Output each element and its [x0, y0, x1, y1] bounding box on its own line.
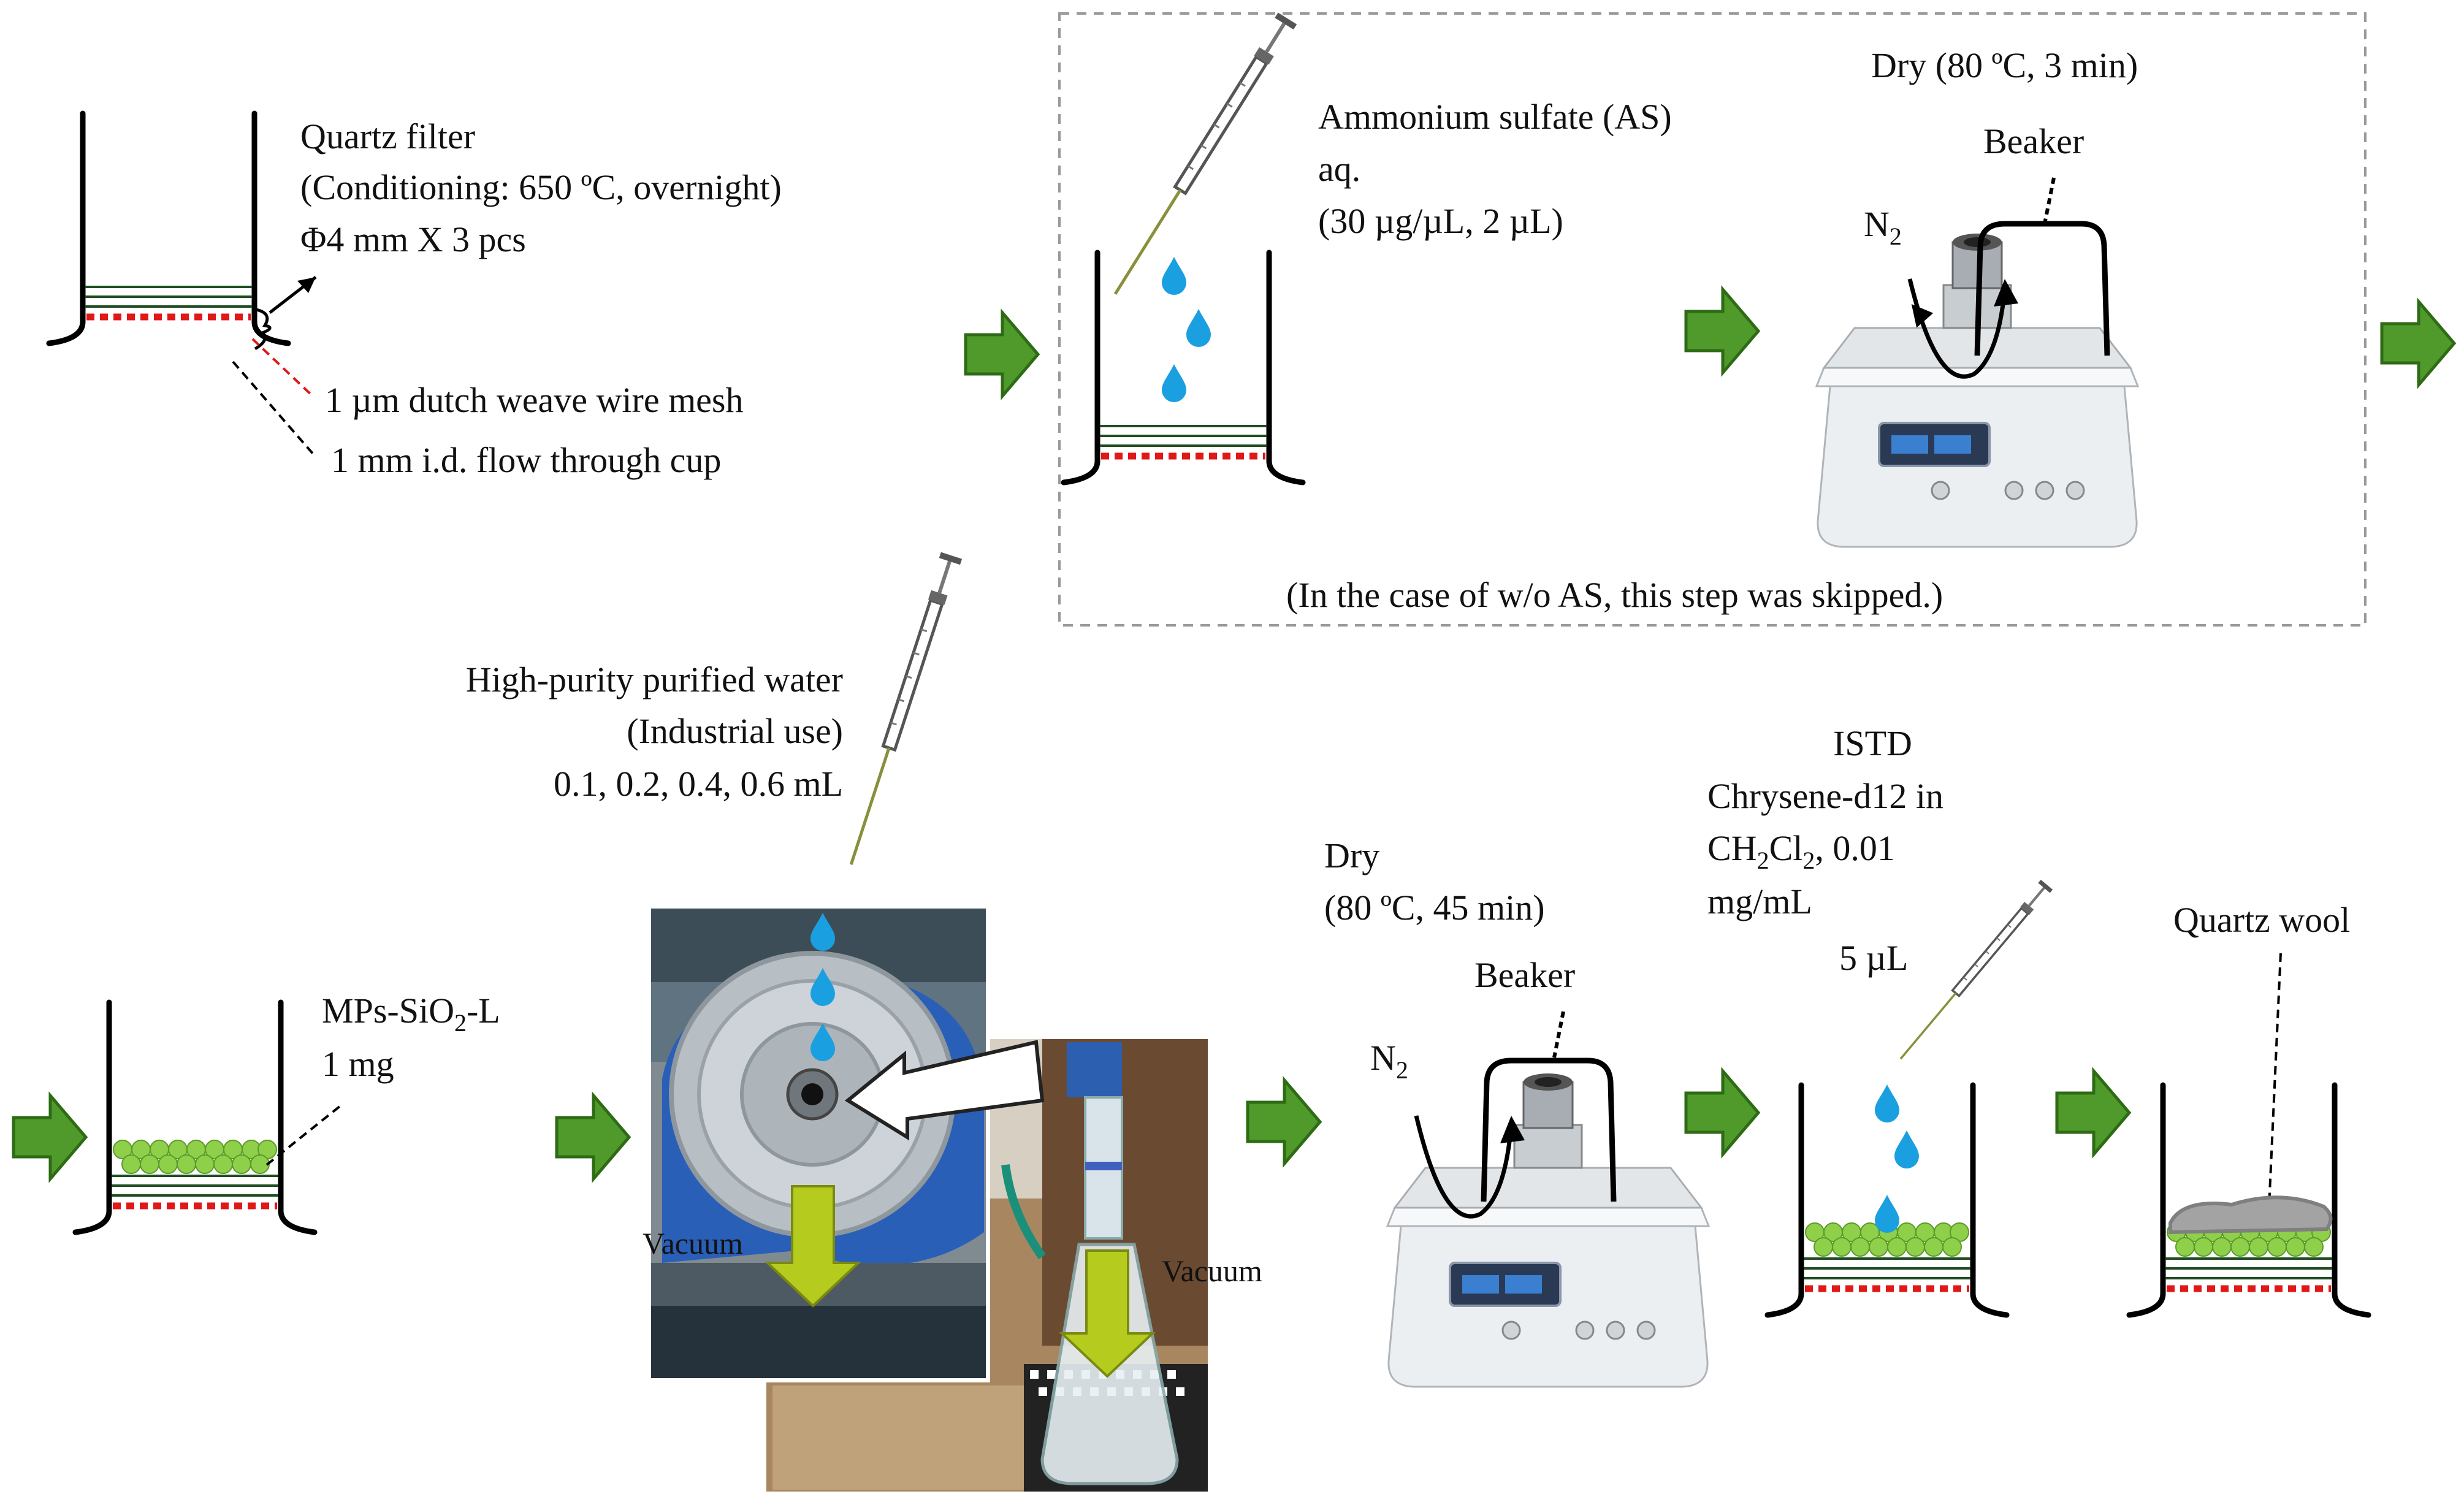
flow-arrow-5: [555, 1091, 631, 1183]
dry-label-line1: Dry: [1324, 836, 1379, 875]
vacuum-label-2: Vacuum: [1162, 1254, 1262, 1288]
filter-size: Φ4 mm X 3 pcs: [300, 219, 526, 259]
water-drop: [1875, 1084, 1899, 1122]
quartz-wool-label: Quartz wool: [2173, 900, 2350, 940]
filter-title: Quartz filter: [300, 116, 475, 156]
mesh-label: 1 µm dutch weave wire mesh: [325, 380, 744, 420]
optional-step-box: [1058, 12, 2367, 627]
istd-label-line4: mg/mL: [1707, 882, 1812, 921]
step6-istd-cup: [1768, 1084, 2007, 1315]
flow-arrow-7: [1684, 1067, 1761, 1159]
beaker-label-1: Beaker: [1983, 121, 2084, 161]
filter-holder-photo: [647, 904, 1045, 1382]
beaker-label-2: Beaker: [1474, 955, 1575, 995]
n2-label-1: N2: [1864, 204, 1902, 250]
mps-label: MPs-SiO2-L: [322, 991, 500, 1037]
dry-label-short: Dry (80 ºC, 3 min): [1871, 45, 2138, 85]
istd-label-line3: CH2Cl2, 0.01: [1707, 828, 1895, 874]
beaker-outline: [1481, 1058, 1617, 1202]
water-drop: [1186, 309, 1211, 347]
flow-arrow-8: [2055, 1067, 2132, 1159]
syringe-icon: [1894, 880, 2053, 1064]
water-label-line2: (Industrial use): [627, 711, 843, 751]
flow-arrow-3: [2380, 297, 2457, 389]
flow-arrow-4: [12, 1091, 88, 1183]
step1-filter-cup: [49, 113, 317, 456]
hotplate-icon: [1386, 1072, 1710, 1388]
beaker-outline: [1974, 221, 2110, 356]
cup-label: 1 mm i.d. flow through cup: [331, 440, 721, 480]
water-label-line3: 0.1, 0.2, 0.4, 0.6 mL: [554, 764, 843, 804]
filter-conditioning: (Conditioning: 650 ºC, overnight): [300, 167, 782, 207]
skip-note: (In the case of w/o AS, this step was sk…: [1286, 575, 1943, 615]
water-drop: [1894, 1130, 1919, 1168]
mps-mass: 1 mg: [322, 1044, 394, 1084]
flow-arrow-2: [1684, 285, 1761, 377]
quartz-wool: [2168, 1195, 2333, 1235]
n2-flow-arrow: [1414, 1115, 1514, 1219]
n2-label-2: N2: [1370, 1038, 1408, 1084]
step7-wool-cup: [2129, 1085, 2368, 1315]
water-label-line1: High-purity purified water: [466, 660, 843, 699]
flow-arrow-1: [964, 308, 1040, 400]
as-label-line3: (30 µg/µL, 2 µL): [1318, 201, 1563, 241]
dry-label-line2: (80 ºC, 45 min): [1324, 888, 1545, 928]
as-label-line1: Ammonium sulfate (AS): [1318, 97, 1672, 137]
water-drop: [1162, 257, 1186, 295]
step3-mps-cup: [75, 1002, 345, 1232]
water-drop: [1875, 1195, 1899, 1233]
syringe-icon: [841, 552, 962, 868]
flow-arrow-6: [1246, 1076, 1322, 1168]
water-drop: [1162, 364, 1186, 402]
step2-as-cup: [1064, 13, 1303, 482]
istd-label-line1: ISTD: [1833, 723, 1912, 763]
istd-label-line2: Chrysene-d12 in: [1707, 776, 1943, 816]
vacuum-label-1: Vacuum: [643, 1226, 743, 1260]
istd-volume: 5 µL: [1839, 938, 1908, 978]
as-label-line2: aq.: [1318, 149, 1360, 189]
n2-flow-arrow: [1907, 278, 2007, 379]
